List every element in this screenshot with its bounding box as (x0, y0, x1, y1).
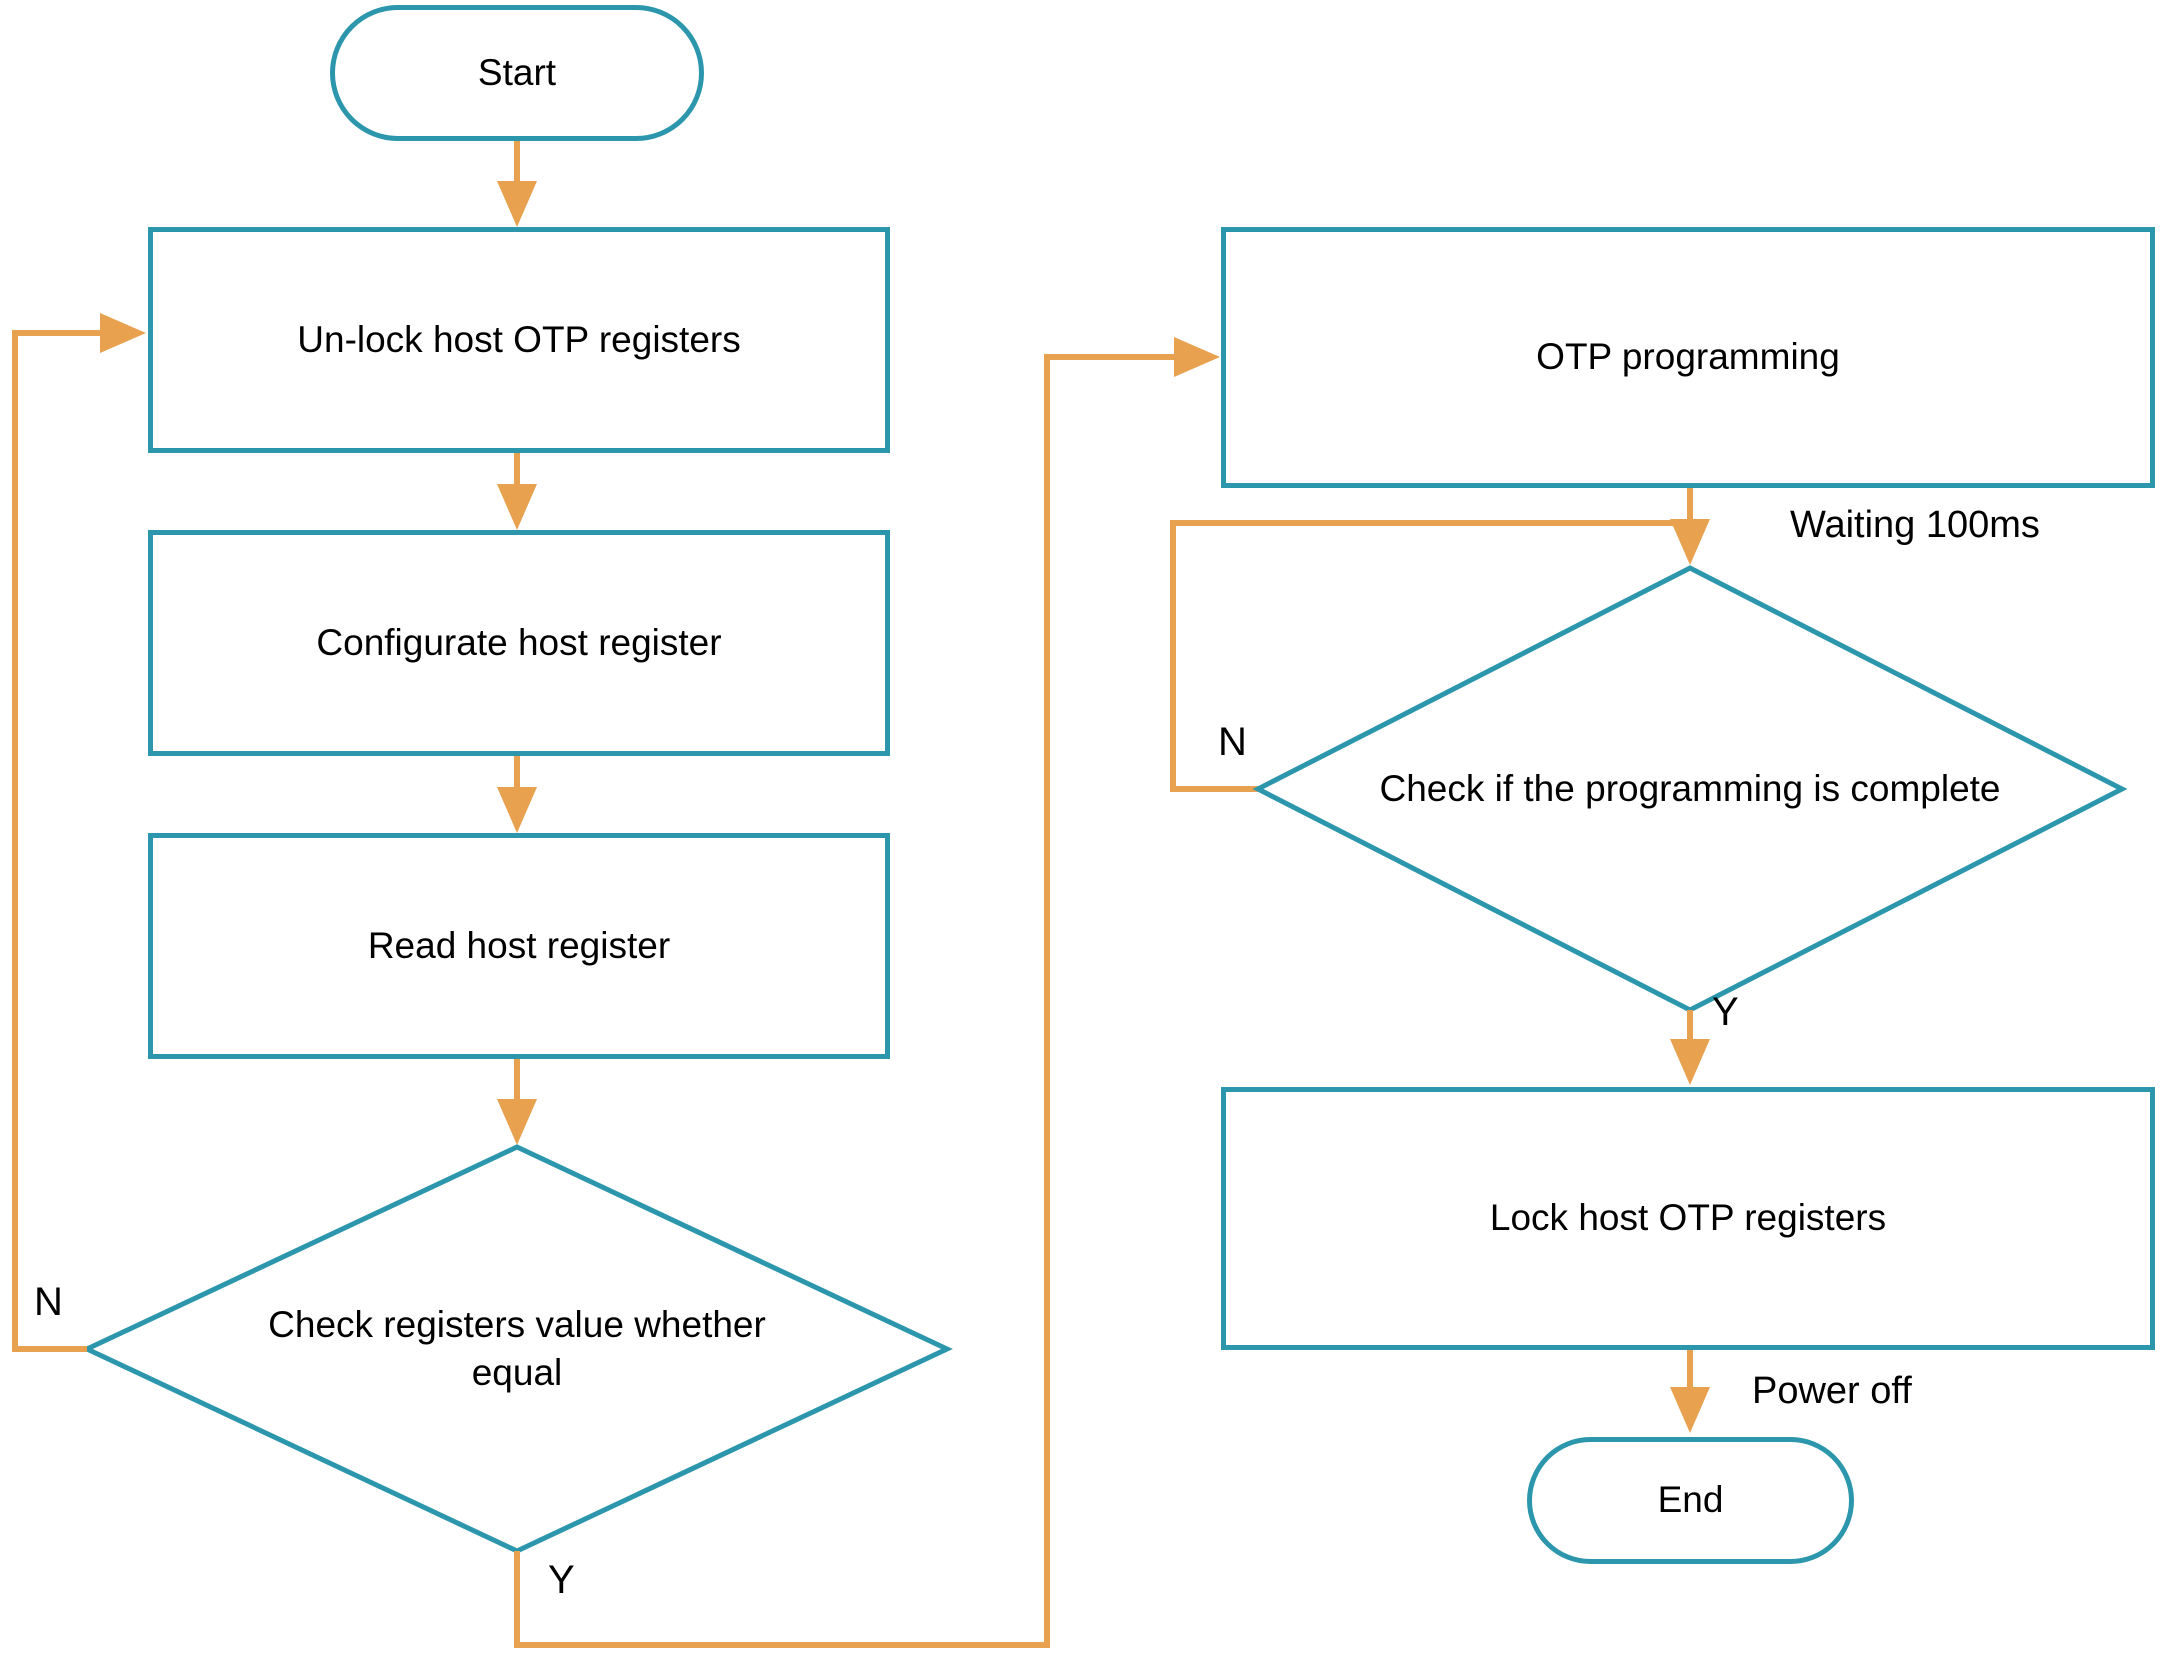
arrowhead-yes-to-otp (1174, 337, 1220, 377)
node-end-label: End (1657, 1479, 1724, 1521)
edge-check-programming-no-loop (1170, 520, 1690, 792)
edge-check-registers-yes-to-otp (514, 354, 1178, 1648)
node-start-label: Start (477, 51, 557, 93)
edge-label-left-no: N (34, 1280, 63, 1324)
arrowhead-configurate-to-read (497, 787, 537, 833)
node-read-label: Read host register (367, 924, 671, 966)
node-otp-programming-label: OTP programming (1536, 336, 1840, 378)
node-unlock-host-otp-registers: Un-lock host OTP registers (148, 227, 890, 453)
edge-label-right-yes: Y (1712, 990, 1739, 1034)
node-check-registers-label: Check registers value whether equal (268, 1303, 766, 1393)
edge-label-power-off: Power off (1752, 1370, 1912, 1412)
arrowhead-read-to-check-registers (497, 1099, 537, 1145)
node-read-host-register: Read host register (148, 833, 890, 1059)
arrowhead-start-to-unlock (497, 181, 537, 227)
edge-label-waiting-100ms: Waiting 100ms (1790, 504, 2040, 546)
node-unlock-label: Un-lock host OTP registers (297, 318, 741, 360)
node-configurate-label: Configurate host register (316, 621, 722, 663)
node-lock-host-otp-registers: Lock host OTP registers (1221, 1087, 2155, 1350)
edge-label-left-yes: Y (548, 1558, 575, 1602)
node-otp-programming: OTP programming (1221, 227, 2155, 488)
node-check-programming-label: Check if the programming is complete (1379, 767, 2001, 809)
arrowhead-lock-to-end (1670, 1387, 1710, 1433)
arrowhead-no-loop-to-unlock (100, 313, 146, 353)
node-end: End (1527, 1437, 1854, 1564)
edge-check-registers-no-loop (12, 330, 104, 1352)
node-configurate-host-register: Configurate host register (148, 530, 890, 756)
node-lock-label: Lock host OTP registers (1489, 1197, 1887, 1239)
arrowhead-unlock-to-configurate (497, 484, 537, 530)
arrowhead-yes-to-lock (1670, 1039, 1710, 1085)
arrowhead-otp-to-check-programming (1670, 519, 1710, 565)
edge-label-right-no: N (1218, 720, 1247, 764)
node-start: Start (330, 5, 704, 141)
